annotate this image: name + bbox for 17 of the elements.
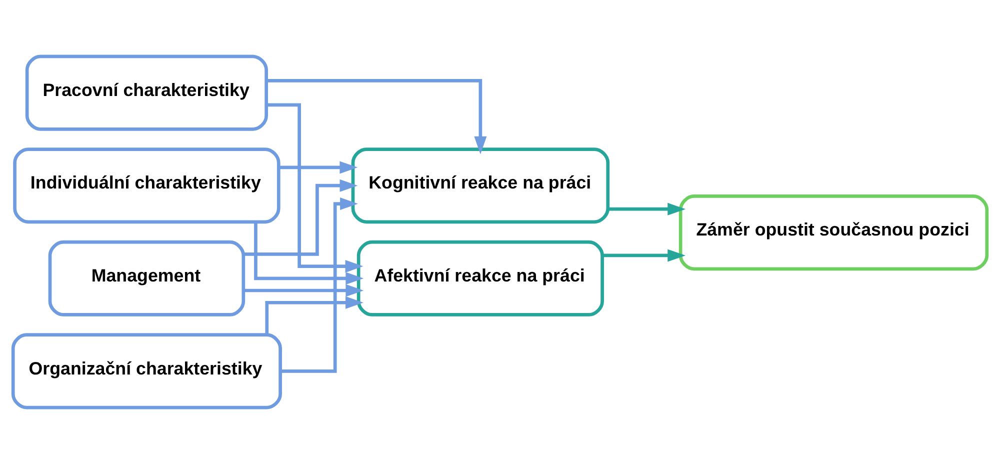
arrow	[602, 248, 686, 262]
arrow	[244, 284, 364, 296]
node-box: Organizační charakteristiky	[11, 332, 282, 409]
arrow	[608, 202, 686, 215]
arrow	[280, 197, 358, 372]
node-box: Individuální charakteristiky	[13, 147, 280, 224]
arrow	[254, 222, 364, 284]
arrow	[279, 160, 358, 174]
node-box: Afektivní reakce na práci	[356, 240, 604, 316]
arrow	[266, 78, 487, 154]
arrow	[266, 102, 364, 272]
node-box: Pracovní charakteristiky	[25, 54, 268, 130]
arrow	[244, 178, 358, 256]
node-box: Záměr opustit současnou pozici	[678, 194, 989, 270]
node-box: Management	[48, 240, 246, 316]
node-box: Kognitivní reakce na práci	[351, 147, 610, 224]
arrow	[265, 296, 364, 334]
